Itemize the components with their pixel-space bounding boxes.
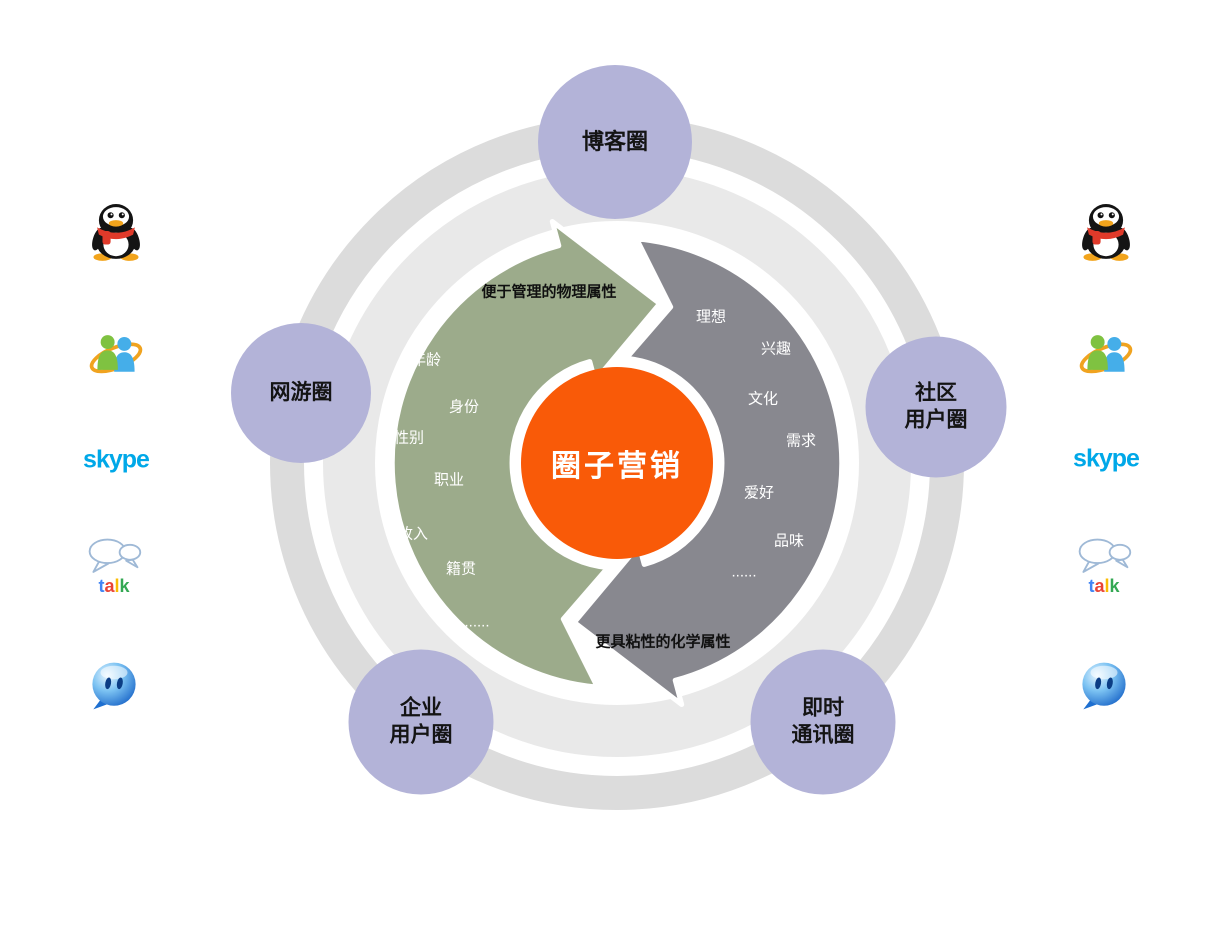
messenger-icon-graphic [89, 335, 143, 374]
gtalk-letter-t: t [98, 576, 105, 596]
center-circle [521, 367, 713, 559]
physical-item-birthplace: 籍贯 [445, 560, 477, 578]
blue-chat-bubble-icon [87, 659, 141, 713]
node-community-label: 社区 用户圈 [904, 381, 968, 431]
node-community-user-circle: 社区 用户圈 [865, 336, 1007, 478]
gtalk-letter-k: k [119, 576, 130, 596]
physical-item-age: 年龄 [410, 351, 442, 369]
gtalk-wordmark: talk [1088, 577, 1119, 595]
skype-wordmark: skype [83, 445, 150, 474]
physical-attributes-arrow [389, 219, 663, 690]
qq-icon [1079, 201, 1133, 261]
node-im-label: 即时 通讯圈 [791, 696, 855, 746]
gtalk-letter-a: a [1094, 576, 1105, 596]
gtalk-wordmark: talk [98, 577, 129, 595]
skype-icon: skype [83, 445, 150, 475]
node-game-label: 网游圈 [269, 380, 333, 404]
physical-item-gender: 性别 [393, 429, 425, 447]
chemical-item-interest: 兴趣 [760, 340, 792, 358]
physical-attributes-title: 便于管理的物理属性 [481, 283, 617, 301]
chemical-item-ellipsis: ...... [731, 563, 757, 581]
skype-wordmark: skype [1073, 444, 1140, 473]
node-online-game-circle: 网游圈 [231, 323, 371, 463]
google-talk-icon: talk [84, 537, 144, 595]
physical-item-identity: 身份 [448, 398, 480, 416]
gtalk-letter-l: l [114, 576, 120, 596]
messenger-icon-graphic [1079, 335, 1133, 374]
chemical-item-ideal: 理想 [695, 308, 727, 326]
qq-icon-graphic [1082, 204, 1130, 261]
node-instant-messaging-circle: 即时 通讯圈 [750, 649, 896, 795]
node-blog-label: 博客圈 [581, 129, 648, 155]
blue-chat-bubble-graphic [92, 662, 136, 710]
chemical-attributes-title: 更具粘性的化学属性 [595, 633, 731, 651]
skype-icon: skype [1073, 444, 1140, 474]
gtalk-bubbles-graphic [1078, 538, 1132, 573]
gtalk-letter-k: k [1109, 576, 1120, 596]
physical-item-income: 收入 [397, 525, 429, 543]
node-enterprise-user-circle: 企业 用户圈 [348, 649, 494, 795]
physical-item-ellipsis: ...... [464, 613, 490, 631]
physical-item-occupation: 职业 [433, 471, 465, 489]
gtalk-letter-l: l [1104, 576, 1110, 596]
center-label: 圈子营销 [551, 450, 683, 483]
chemical-item-taste: 品味 [773, 532, 805, 550]
chemical-item-culture: 文化 [747, 390, 779, 408]
blue-chat-bubble-graphic [1082, 662, 1126, 710]
qq-icon-graphic [92, 204, 140, 261]
gtalk-letter-t: t [1088, 576, 1095, 596]
chemical-attributes-arrow [571, 236, 845, 707]
qq-icon [89, 201, 143, 261]
chemical-item-demand: 需求 [785, 432, 817, 450]
windows-live-messenger-icon [1078, 330, 1134, 382]
blue-chat-bubble-icon [1077, 659, 1131, 713]
node-blog-circle: 博客圈 [538, 65, 692, 219]
node-enterprise-label: 企业 用户圈 [389, 696, 453, 746]
chemical-item-hobby: 爱好 [743, 484, 775, 502]
google-talk-icon: talk [1074, 537, 1134, 595]
gtalk-letter-a: a [104, 576, 115, 596]
gtalk-bubbles-graphic [88, 538, 142, 573]
windows-live-messenger-icon [88, 330, 144, 382]
